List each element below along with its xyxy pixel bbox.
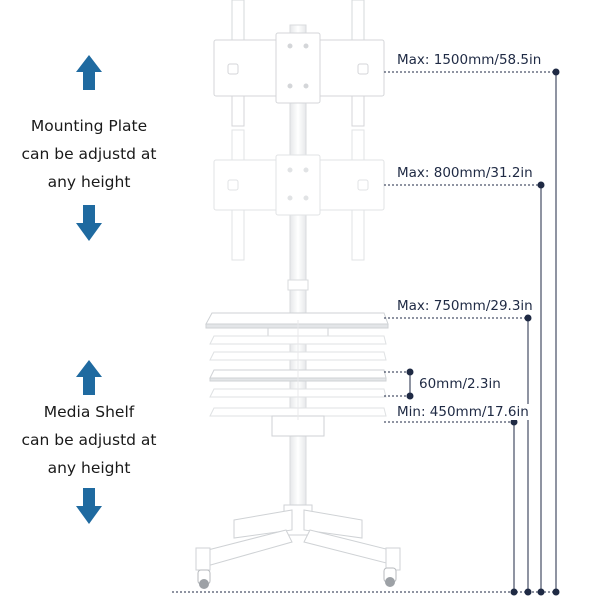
stand-base (195, 504, 401, 571)
caption-line: Media Shelf (43, 403, 135, 421)
caption-line: can be adjustd at (21, 145, 157, 163)
dimension-lines (172, 71, 560, 593)
media-shelf-caption: Media Shelf can be adjustd at any height (0, 398, 178, 482)
mounting-plate-lower (213, 129, 385, 261)
shelf-min-label: Min: 450mm/17.6in (396, 404, 530, 420)
plate-max-label: Max: 1500mm/58.5in (396, 52, 543, 68)
dimension-dots (406, 68, 560, 596)
media-shelves (205, 312, 389, 437)
plate-mid-label: Max: 800mm/31.2in (396, 165, 534, 181)
mounting-plate-caption: Mounting Plate can be adjustd at any hei… (0, 112, 178, 196)
caption-line: any height (47, 459, 131, 477)
arrow-up-icon (76, 55, 102, 90)
caption-line: Mounting Plate (30, 117, 148, 135)
arrow-down-icon (76, 488, 102, 524)
caster-wheels (197, 567, 397, 589)
arrow-up-icon (76, 360, 102, 395)
shelf-step-label: 60mm/2.3in (418, 376, 502, 392)
shelf-max-label: Max: 750mm/29.3in (396, 298, 534, 314)
caption-line: can be adjustd at (21, 431, 157, 449)
arrow-down-icon (76, 205, 102, 241)
caption-line: any height (47, 173, 131, 191)
mounting-plate-upper (213, 32, 385, 127)
